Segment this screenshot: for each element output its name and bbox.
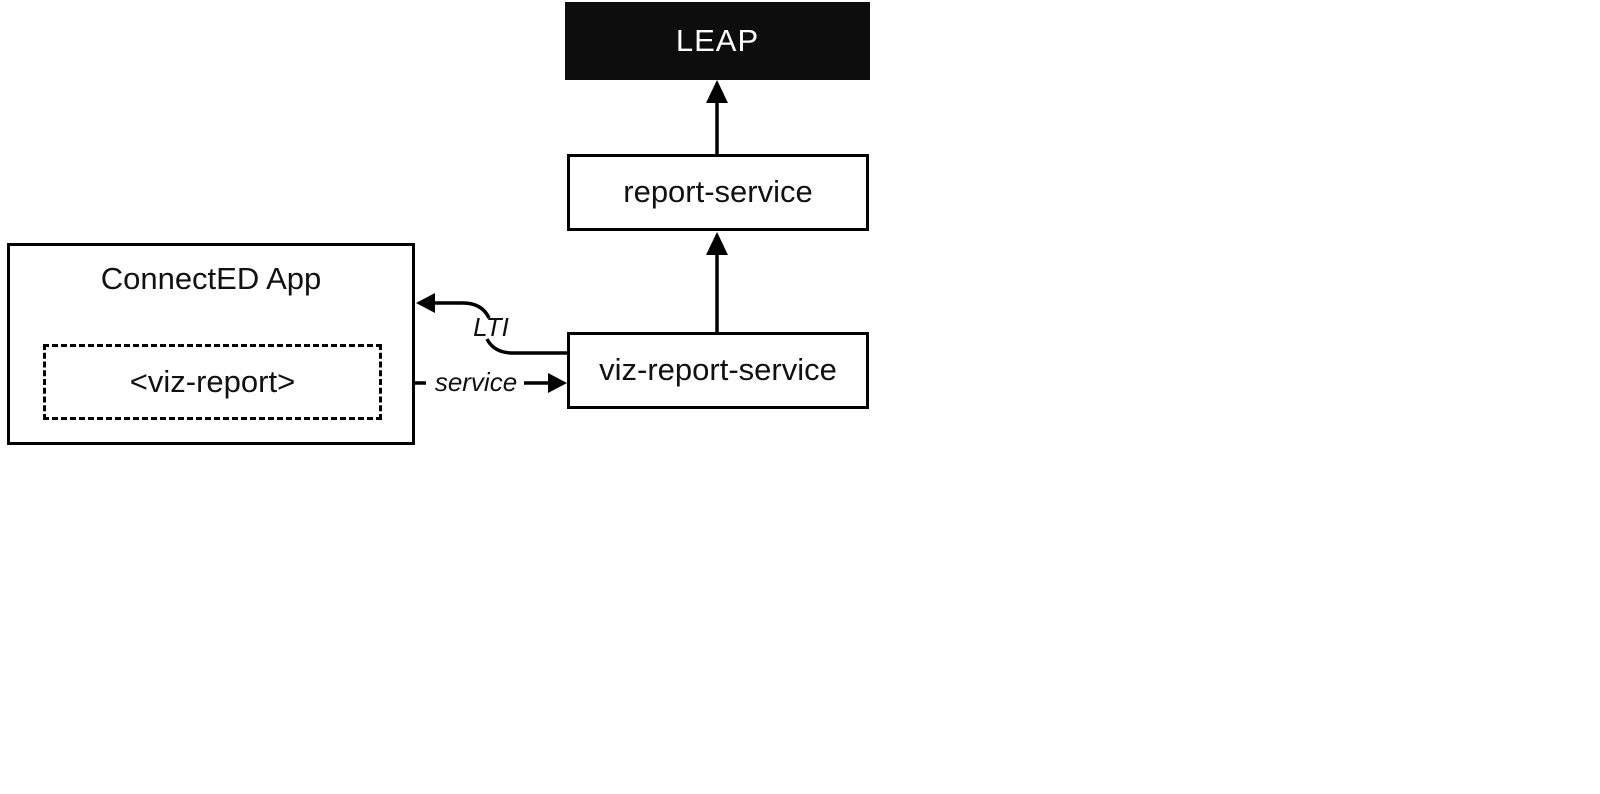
arrowhead-left-connected-app — [416, 293, 435, 313]
edge-label-service: service — [434, 367, 518, 397]
node-leap-label: LEAP — [675, 22, 760, 58]
arrowhead-up-leap — [706, 80, 728, 103]
node-viz-report: <viz-report> — [43, 344, 382, 420]
node-viz-report-label: <viz-report> — [129, 363, 296, 399]
node-viz-report-service: viz-report-service — [567, 332, 869, 409]
node-report-service-label: report-service — [623, 174, 813, 210]
arrow-viz-to-report — [706, 232, 728, 332]
arrowhead-right-viz-report-service — [548, 373, 567, 393]
edge-label-lti: LTI — [473, 312, 509, 342]
node-leap: LEAP — [565, 2, 870, 80]
arrowhead-up-report — [706, 232, 728, 255]
node-report-service: report-service — [567, 154, 869, 231]
node-viz-report-service-label: viz-report-service — [599, 352, 837, 388]
arrow-report-to-leap — [706, 80, 728, 154]
node-connected-app-label: ConnectED App — [100, 261, 322, 296]
